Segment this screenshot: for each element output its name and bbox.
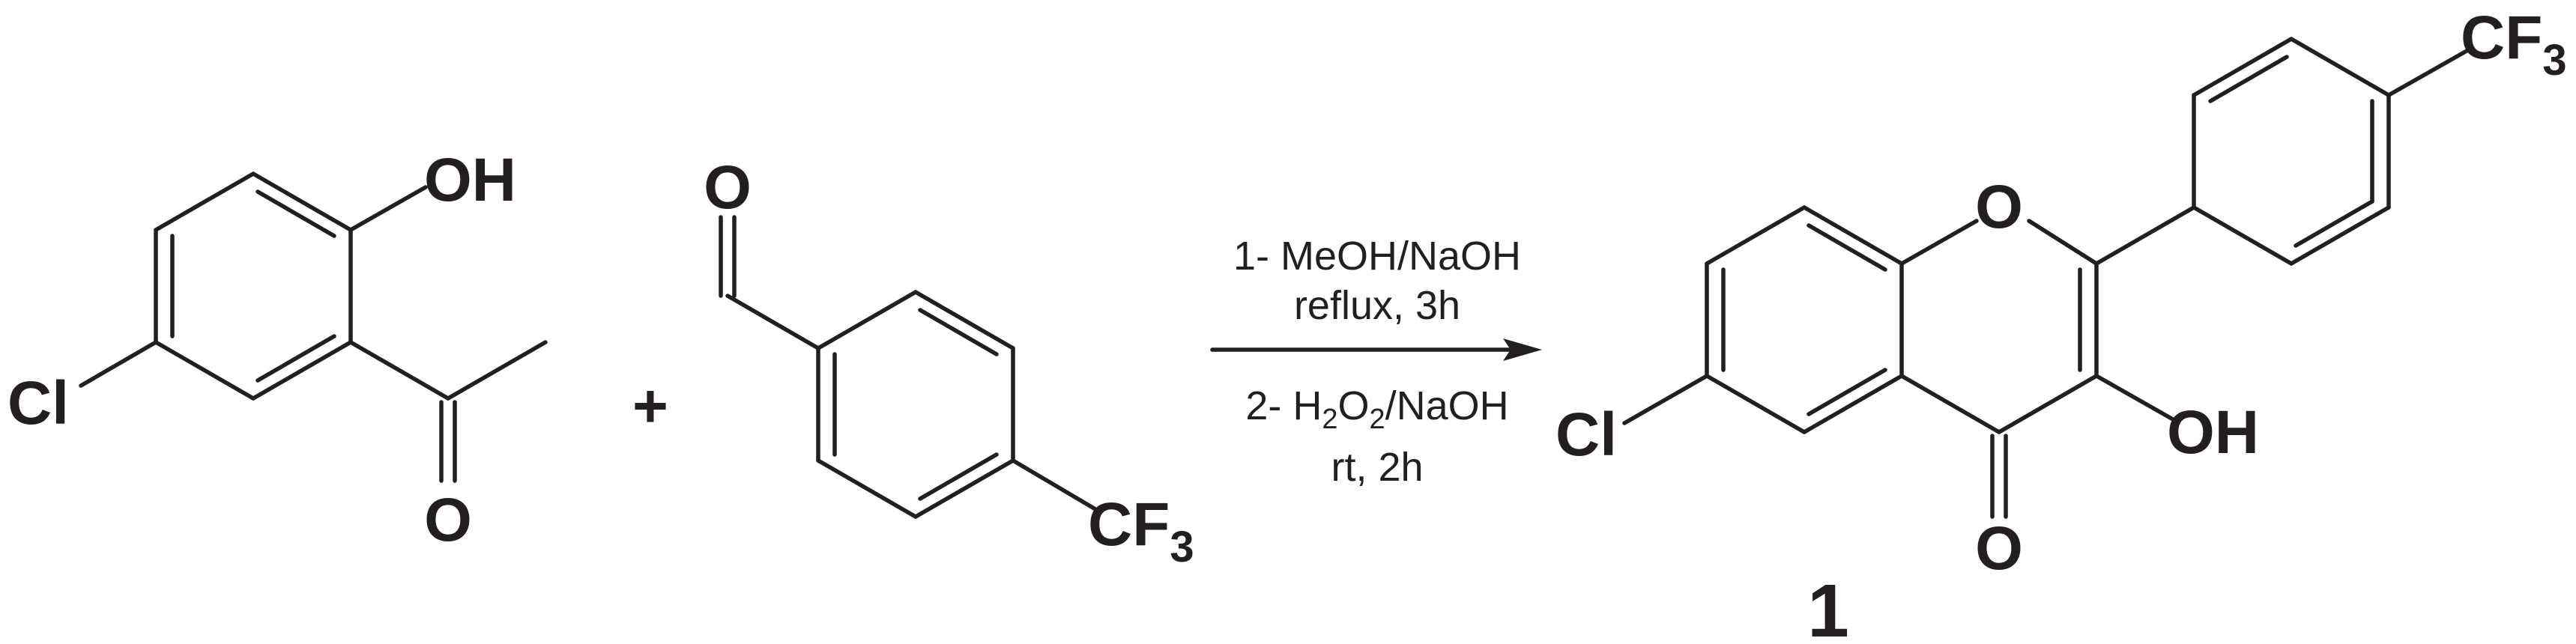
plus-sign: + [632,372,668,440]
reactant-2-trifluoromethyl-label: CF3 [1088,490,1194,571]
reactant-2-aldehyde-oxygen-label: O [704,154,752,222]
product-carbonyl-oxygen-label: O [1975,514,2023,583]
product-flavonol: O O OH Cl CF3 1 [1555,4,2567,644]
compound-number-label: 1 [1807,569,1849,644]
condition-step-2-time: rt, 2h [1331,445,1423,490]
condition-step-1-reagents: 1- MeOH/NaOH [1233,234,1521,279]
reactant-2-bonds [719,215,1098,519]
reactant-1-chlorine-label: Cl [7,369,69,437]
product-trifluoromethyl-label: CF3 [2461,4,2567,85]
condition-step-2-reagents: 2- H2O2/NaOH [1245,383,1508,435]
reactant-1-bonds [79,171,548,483]
arrow-head-icon [1503,338,1542,361]
reactant-2-trifluoromethylbenzaldehyde: O CF3 [704,154,1194,571]
product-chlorine-label: Cl [1555,401,1617,469]
product-ring-oxygen-label: O [1975,173,2023,241]
reaction-conditions: 1- MeOH/NaOH reflux, 3h 2- H2O2/NaOH rt,… [1233,234,1521,490]
reactant-1-hydroxyl-label: OH [424,146,516,214]
product-hydroxyl-label: OH [2167,398,2259,467]
condition-step-1-time: reflux, 3h [1294,283,1460,328]
product-bonds [1622,37,2469,519]
reaction-arrow [1210,338,1542,361]
reactant-1-chloro-hydroxyacetophenone: OH O Cl [7,146,548,554]
reactant-1-carbonyl-oxygen-label: O [424,486,472,554]
